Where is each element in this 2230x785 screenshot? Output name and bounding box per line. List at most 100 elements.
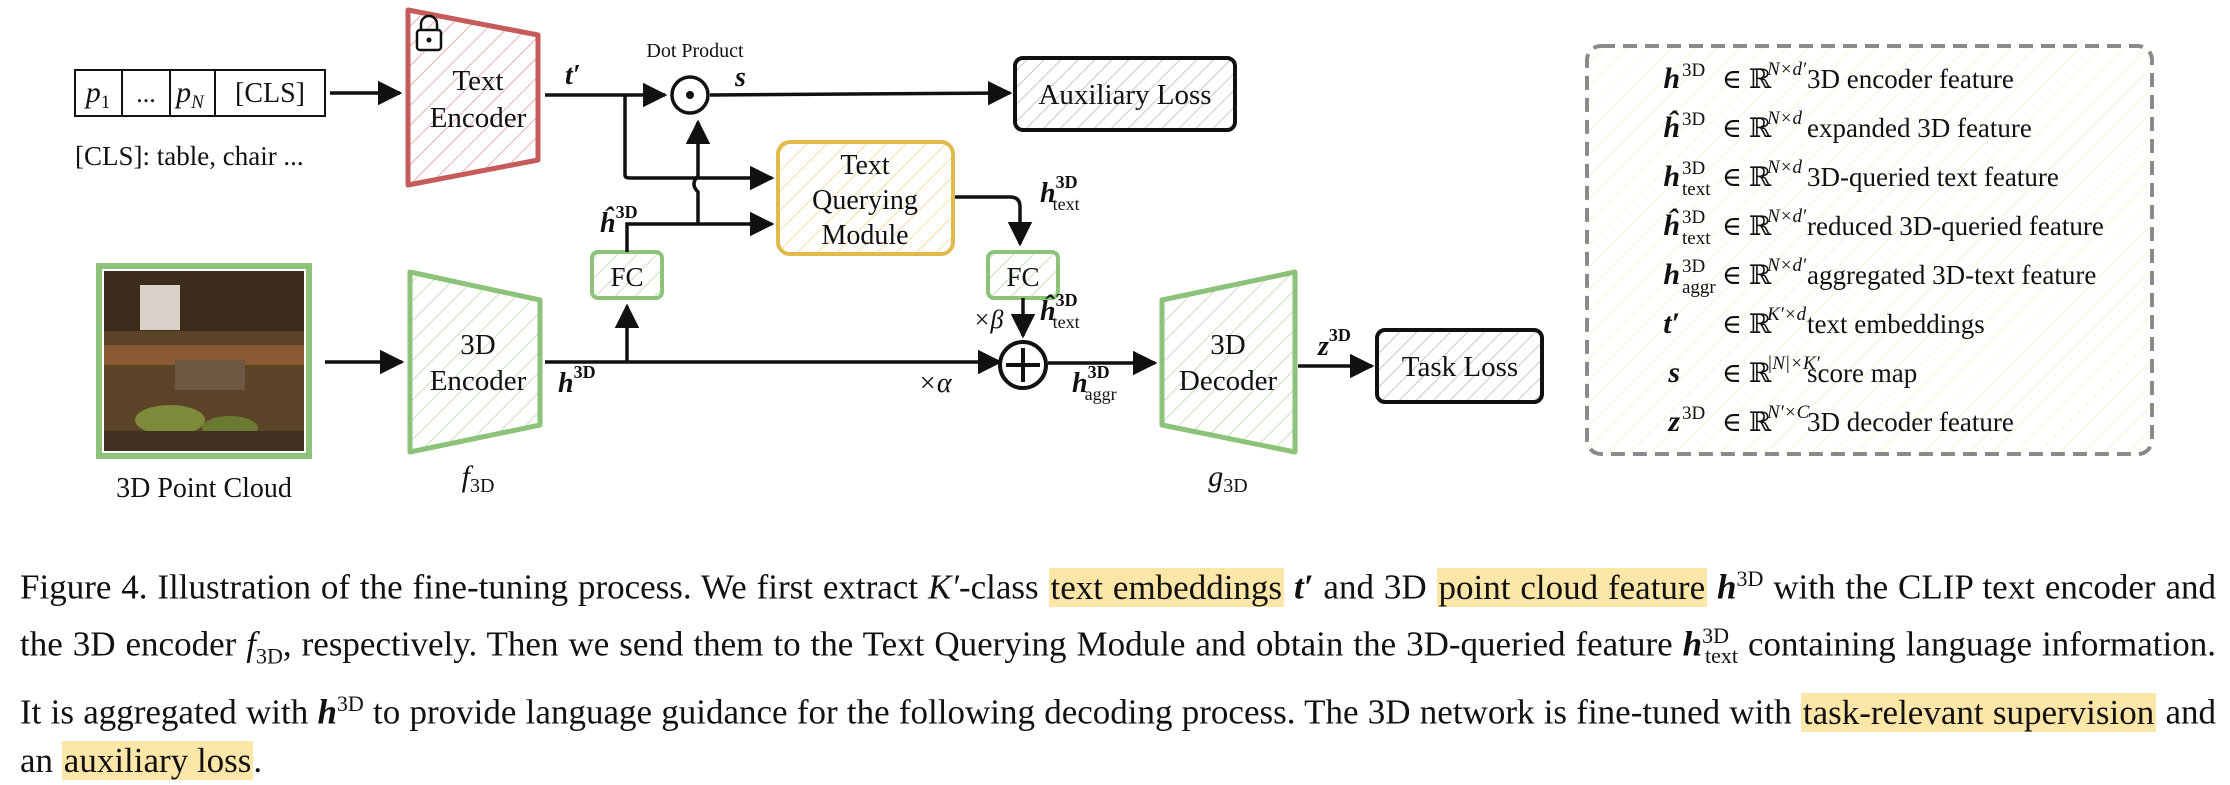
- g3d-label: g3D: [1208, 460, 1247, 497]
- legend-description: score map: [1807, 358, 1917, 388]
- encoder-3d: 3D Encoder: [407, 269, 543, 455]
- legend-description: 3D encoder feature: [1807, 64, 2014, 94]
- point-cloud-image: [96, 263, 312, 459]
- svg-text:Encoder: Encoder: [430, 102, 527, 134]
- legend-dim: K′×d: [1766, 304, 1807, 325]
- legend-row: s ∈ ℝ|N|×K′score map: [1667, 353, 1917, 389]
- legend-description: text embeddings: [1807, 309, 1985, 339]
- s-label: s: [734, 62, 746, 93]
- arrow-querying-to-fc: [955, 195, 1033, 247]
- legend-in-reals: ∈ ℝ: [1722, 64, 1772, 94]
- legend-description: 3D-queried text feature: [1807, 162, 2059, 192]
- caption-highlight-point-cloud-feature: point cloud feature: [1436, 567, 1708, 607]
- legend-symbol-sub: aggr: [1682, 277, 1716, 298]
- legend-symbol: h: [1663, 62, 1680, 95]
- legend-symbol: h: [1663, 258, 1680, 291]
- h-hat-label: ĥ3D: [600, 202, 638, 239]
- f3d-label: f3D: [462, 460, 495, 497]
- legend-in-reals: ∈ ℝ: [1722, 407, 1772, 437]
- caption-highlight-task-relevant-supervision: task-relevant supervision: [1800, 692, 2157, 732]
- legend-dim: |N|×K′: [1767, 353, 1821, 374]
- text-querying-module: Text Querying Module: [776, 140, 955, 256]
- legend-symbol: ĥ: [1663, 110, 1680, 144]
- legend-symbol-sub: text: [1682, 228, 1711, 249]
- legend-in-reals: ∈ ℝ: [1722, 211, 1772, 241]
- arrow-t-to-querying: [623, 95, 775, 191]
- legend-dim: N×d′: [1766, 59, 1807, 80]
- legend-symbol: h: [1663, 160, 1680, 193]
- legend-in-reals: ∈ ℝ: [1722, 358, 1772, 388]
- svg-text:Module: Module: [821, 220, 908, 251]
- fc-reduce: FC: [986, 250, 1060, 300]
- figure-caption: Figure 4. Illustration of the fine-tunin…: [20, 566, 2217, 780]
- fc-expand: FC: [590, 250, 664, 300]
- arrow-s-to-aux-loss: [709, 80, 1013, 106]
- legend-description: reduced 3D-queried feature: [1807, 211, 2104, 241]
- t-prime-label: t′: [565, 60, 581, 91]
- legend-symbol-sup: 3D: [1682, 60, 1705, 81]
- legend-symbol-sup: 3D: [1682, 207, 1705, 228]
- legend-description: aggregated 3D-text feature: [1807, 260, 2096, 290]
- times-alpha-label: ×α: [918, 368, 953, 399]
- cls-description: [CLS]: table, chair ...: [75, 141, 304, 171]
- auxiliary-loss-box: Auxiliary Loss: [1013, 56, 1237, 132]
- lock-icon: [415, 14, 443, 52]
- arrow-fc-up: [625, 222, 698, 252]
- legend-symbol: t′: [1663, 307, 1680, 340]
- legend-symbol-sup: 3D: [1682, 403, 1705, 424]
- point-cloud-label: 3D Point Cloud: [116, 473, 292, 504]
- svg-text:Querying: Querying: [812, 185, 918, 216]
- legend-symbol: s: [1667, 356, 1680, 389]
- legend-description: expanded 3D feature: [1807, 113, 2032, 143]
- token-sequence: p1 ... pN [CLS]: [74, 69, 326, 117]
- token-pN: pN: [174, 76, 205, 113]
- h-label: h3D: [558, 362, 596, 399]
- dot-product-node: [670, 75, 710, 115]
- svg-text:Auxiliary Loss: Auxiliary Loss: [1038, 79, 1211, 111]
- legend-in-reals: ∈ ℝ: [1722, 260, 1772, 290]
- dot-product-label: Dot Product: [646, 40, 744, 62]
- svg-text:Task Loss: Task Loss: [1402, 351, 1518, 383]
- legend-dim: N×d′: [1766, 255, 1807, 276]
- fine-tuning-diagram: p1 ... pN [CLS] [CLS]: table, chair ... …: [74, 7, 2154, 504]
- caption-highlight-text-embeddings: text embeddings: [1048, 567, 1285, 607]
- text-encoder: Text Encoder: [405, 7, 541, 188]
- svg-text:Text: Text: [840, 150, 890, 181]
- legend-dim: N×d: [1766, 157, 1802, 178]
- legend-in-reals: ∈ ℝ: [1722, 309, 1772, 339]
- token-dots: ...: [136, 79, 156, 108]
- legend-symbol: z: [1667, 405, 1680, 438]
- times-beta-label: ×β: [973, 305, 1004, 334]
- legend-dim: N×d′: [1766, 206, 1807, 227]
- legend-symbol-sup: 3D: [1682, 158, 1705, 179]
- token-cls: [CLS]: [235, 78, 305, 109]
- svg-text:3D: 3D: [1210, 329, 1245, 361]
- arrow-hhat-to-dot: [685, 119, 711, 224]
- svg-text:FC: FC: [1006, 262, 1039, 292]
- legend-dim: N×d: [1766, 108, 1802, 129]
- legend-dim: N′×C: [1766, 402, 1810, 423]
- svg-text:3D: 3D: [460, 329, 495, 361]
- legend-symbol-sup: 3D: [1682, 256, 1705, 277]
- svg-text:Decoder: Decoder: [1179, 365, 1278, 397]
- svg-text:Text: Text: [452, 65, 503, 97]
- svg-text:FC: FC: [610, 262, 643, 292]
- legend-in-reals: ∈ ℝ: [1722, 113, 1772, 143]
- legend-symbol-sub: text: [1682, 179, 1711, 200]
- sum-node: [998, 340, 1048, 390]
- legend-symbol: ĥ: [1663, 208, 1680, 242]
- caption-highlight-auxiliary-loss: auxiliary loss: [61, 740, 254, 780]
- legend-description: 3D decoder feature: [1807, 407, 2014, 437]
- z-label: z3D: [1317, 325, 1351, 362]
